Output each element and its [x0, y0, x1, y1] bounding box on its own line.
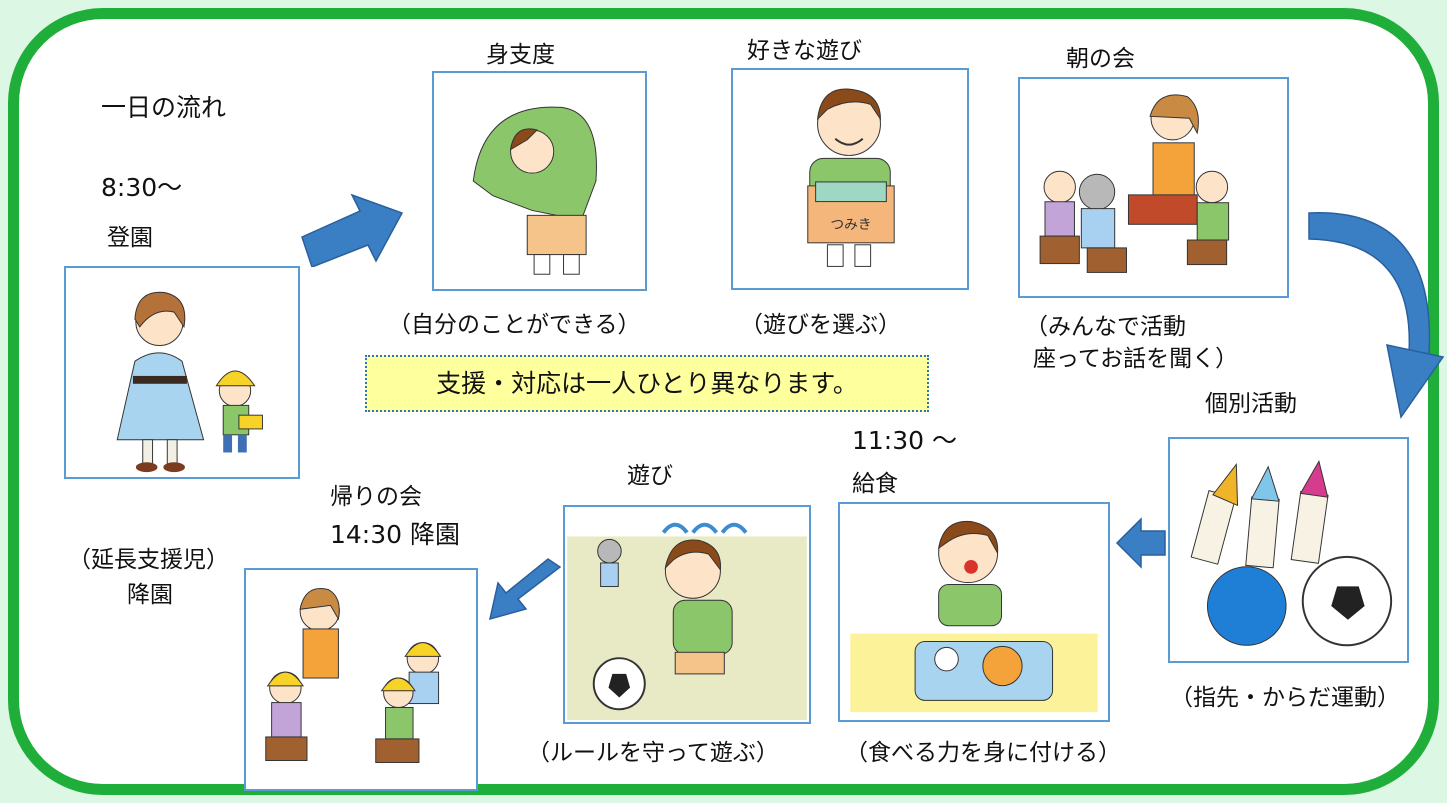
blocks-child-icon: つみき — [807, 88, 895, 267]
play-label: 遊び — [627, 463, 673, 489]
lunch-caption: （食べる力を身に付ける） — [845, 740, 1121, 766]
circle-time-icon — [1039, 94, 1230, 273]
extended-label-1: （延長支援児） — [68, 547, 229, 573]
running-child-icon — [567, 522, 807, 721]
lunch-time: 11:30 〜 — [852, 426, 957, 455]
extended-label-2: 降園 — [127, 582, 173, 608]
morning-meeting-caption-2: 座ってお話を聞く） — [1033, 346, 1239, 372]
curved-arrow-icon — [1308, 212, 1445, 419]
individual-caption: （指先・からだ運動） — [1170, 685, 1400, 711]
dressing-child-icon — [472, 106, 597, 275]
eating-child-icon — [850, 520, 1098, 713]
morning-meeting-card — [1018, 77, 1289, 298]
closing-card — [244, 568, 478, 791]
dressing-card — [432, 71, 647, 291]
morning-meeting-label: 朝の会 — [1066, 46, 1135, 72]
play-card — [563, 505, 811, 724]
arrival-time: 8:30〜 — [101, 173, 183, 202]
crayons-balls-icon — [1190, 459, 1393, 647]
dressing-caption: （自分のことができる） — [388, 312, 641, 338]
left-arrow-icon — [1115, 517, 1166, 569]
down-left-arrow-icon — [488, 558, 562, 621]
lunch-label: 給食 — [852, 471, 898, 497]
mother-child-icon — [116, 291, 263, 473]
free-play-label: 好きな遊び — [747, 38, 862, 64]
lunch-card — [838, 502, 1110, 722]
notice-banner: 支援・対応は一人ひとり異なります。 — [365, 355, 929, 412]
right-arrow-icon — [301, 193, 404, 267]
individual-label: 個別活動 — [1205, 391, 1297, 417]
arrival-card — [64, 266, 300, 479]
play-caption: （ルールを守って遊ぶ） — [527, 740, 779, 766]
dressing-label: 身支度 — [486, 42, 555, 68]
free-play-card: つみき — [731, 68, 969, 290]
goodbye-meeting-icon — [265, 588, 442, 763]
free-play-caption: （遊びを選ぶ） — [740, 312, 901, 338]
closing-time: 14:30 降園 — [330, 520, 460, 549]
arrival-label: 登園 — [107, 225, 153, 251]
page-title: 一日の流れ — [101, 93, 227, 122]
closing-label: 帰りの会 — [330, 484, 422, 510]
blocks-box-text: つみき — [830, 217, 871, 233]
morning-meeting-caption-1: （みんなで活動 — [1025, 314, 1186, 340]
individual-card — [1168, 437, 1409, 663]
